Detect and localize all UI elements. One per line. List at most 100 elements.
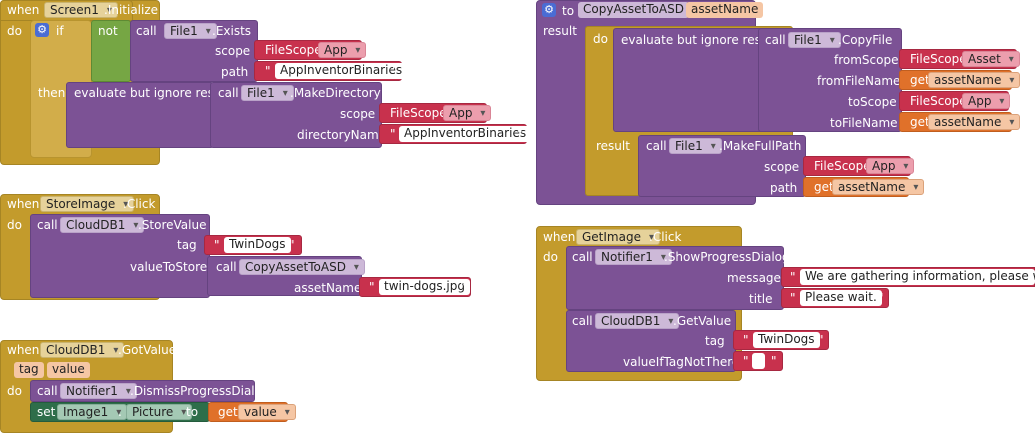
- call-label: call: [572, 314, 593, 328]
- method-dismiss: .DismissProgressDialog: [130, 384, 270, 398]
- value-if-tag-not-there-label: valueIfTagNotThere: [623, 355, 740, 369]
- do-label: do: [7, 218, 22, 232]
- to-file-name-label: toFileName: [830, 116, 898, 130]
- from-scope-label: fromScope: [834, 53, 899, 67]
- param-asset-name[interactable]: assetName: [686, 2, 764, 18]
- get-label: get: [910, 115, 930, 129]
- to-label: to: [186, 405, 199, 419]
- message-text-field[interactable]: We are gathering information, please wai…: [800, 269, 1035, 285]
- filescope-label: FileScope: [390, 106, 447, 120]
- tag-text-field[interactable]: TwinDogs: [753, 332, 820, 348]
- do-label: do: [543, 250, 558, 264]
- message-label: message: [727, 271, 781, 285]
- asset-text-field[interactable]: twin-dogs.jpg: [379, 279, 470, 295]
- result-label: result: [543, 24, 577, 38]
- not-label: not: [98, 24, 118, 38]
- component-dropdown-storeimage[interactable]: StoreImage: [40, 196, 135, 212]
- method-copyfile: .CopyFile: [838, 33, 893, 47]
- title-label: title: [749, 292, 773, 306]
- empty-text-field[interactable]: [752, 353, 765, 369]
- scope-dropdown-asset[interactable]: Asset: [962, 51, 1020, 67]
- call-label: call: [136, 24, 157, 38]
- asset-name-label: assetName: [294, 281, 362, 295]
- not-block[interactable]: [91, 20, 131, 82]
- clouddb1-dropdown[interactable]: CloudDB1: [595, 313, 680, 329]
- clouddb1-dropdown[interactable]: CloudDB1: [60, 217, 145, 233]
- evaluate-ignore-block[interactable]: [613, 28, 763, 132]
- event-name: .Initialize: [104, 3, 159, 17]
- get-label: get: [218, 405, 238, 419]
- method-storevalue: .StoreValue: [138, 218, 207, 232]
- make-full-path-block[interactable]: [638, 135, 806, 197]
- do-label: do: [7, 24, 22, 38]
- mutator-gear-icon[interactable]: ⚙: [542, 3, 556, 17]
- notifier1-dropdown[interactable]: Notifier1: [60, 383, 137, 399]
- method-make-directory: .MakeDirectory: [290, 86, 381, 100]
- when-label: when: [7, 3, 40, 17]
- notifier1-dropdown[interactable]: Notifier1: [595, 249, 672, 265]
- tag-label: tag: [705, 334, 725, 348]
- call-label: call: [646, 139, 667, 153]
- method-make-full-path: .MakeFullPath: [719, 139, 802, 153]
- value-to-store-label: valueToStore: [130, 260, 208, 274]
- get-dropdown[interactable]: assetName: [832, 179, 925, 195]
- call-label: call: [216, 260, 237, 274]
- scope-dropdown-app[interactable]: App: [443, 105, 492, 121]
- get-value-dropdown[interactable]: value: [238, 404, 296, 420]
- component-dropdown-getimage[interactable]: GetImage: [576, 229, 660, 245]
- then-label: then: [38, 86, 66, 100]
- if-label: if: [56, 24, 64, 38]
- get-dropdown[interactable]: assetName: [928, 72, 1021, 88]
- param-tag[interactable]: tag: [14, 362, 44, 378]
- copyfile-block[interactable]: [758, 28, 902, 132]
- path-label: path: [770, 181, 798, 195]
- do-label: do: [7, 384, 22, 398]
- event-name: .Click: [123, 197, 156, 211]
- path-label: path: [221, 65, 249, 79]
- procedure-dropdown[interactable]: CopyAssetToASD: [239, 259, 365, 275]
- directory-name-label: directoryName: [297, 128, 387, 142]
- get-label: get: [910, 73, 930, 87]
- result-label: result: [596, 139, 630, 153]
- method-getvalue: .GetValue: [673, 314, 732, 328]
- tag-label: tag: [177, 238, 197, 252]
- call-label: call: [37, 218, 58, 232]
- make-directory-block[interactable]: [210, 82, 382, 148]
- evaluate-ignore-block[interactable]: [66, 82, 214, 148]
- mutator-gear-icon[interactable]: ⚙: [35, 23, 49, 37]
- title-text-field[interactable]: Please wait.: [800, 290, 882, 306]
- tag-text-field[interactable]: TwinDogs: [224, 237, 291, 253]
- filescope-label: FileScope: [910, 94, 967, 108]
- procedure-name-field[interactable]: CopyAssetToASD: [578, 2, 689, 18]
- do-label: do: [593, 32, 608, 46]
- picture-dropdown[interactable]: Picture: [126, 404, 193, 420]
- file1-dropdown[interactable]: File1: [241, 85, 294, 101]
- component-dropdown-clouddb1[interactable]: CloudDB1: [40, 342, 125, 358]
- when-label: when: [7, 197, 40, 211]
- when-label: when: [543, 230, 576, 244]
- call-label: call: [765, 33, 786, 47]
- filescope-label: FileScope: [910, 52, 967, 66]
- scope-dropdown-app[interactable]: App: [866, 158, 915, 174]
- method-show-progress: .ShowProgressDialog: [664, 250, 790, 264]
- file1-dropdown[interactable]: File1: [164, 23, 217, 39]
- event-name: .GotValue: [118, 343, 177, 357]
- method-exists: .Exists: [212, 24, 252, 38]
- filescope-label: FileScope: [265, 43, 322, 57]
- scope-label: scope: [215, 44, 251, 58]
- component-dropdown-screen1[interactable]: Screen1: [44, 2, 118, 18]
- get-dropdown[interactable]: assetName: [928, 114, 1021, 130]
- file1-dropdown[interactable]: File1: [669, 138, 722, 154]
- evaluate-label: evaluate but ignore resul: [74, 86, 225, 100]
- directory-text-field[interactable]: AppInventorBinaries: [399, 126, 532, 142]
- scope-dropdown-app[interactable]: App: [962, 93, 1011, 109]
- param-value[interactable]: value: [47, 362, 90, 378]
- event-name: .Click: [649, 230, 682, 244]
- path-text-field[interactable]: AppInventorBinaries: [275, 63, 408, 79]
- scope-label: scope: [764, 160, 800, 174]
- scope-dropdown-app[interactable]: App: [318, 42, 367, 58]
- call-label: call: [37, 384, 58, 398]
- image1-dropdown[interactable]: Image1: [57, 404, 128, 420]
- file1-dropdown[interactable]: File1: [788, 32, 841, 48]
- set-label: set: [37, 405, 56, 419]
